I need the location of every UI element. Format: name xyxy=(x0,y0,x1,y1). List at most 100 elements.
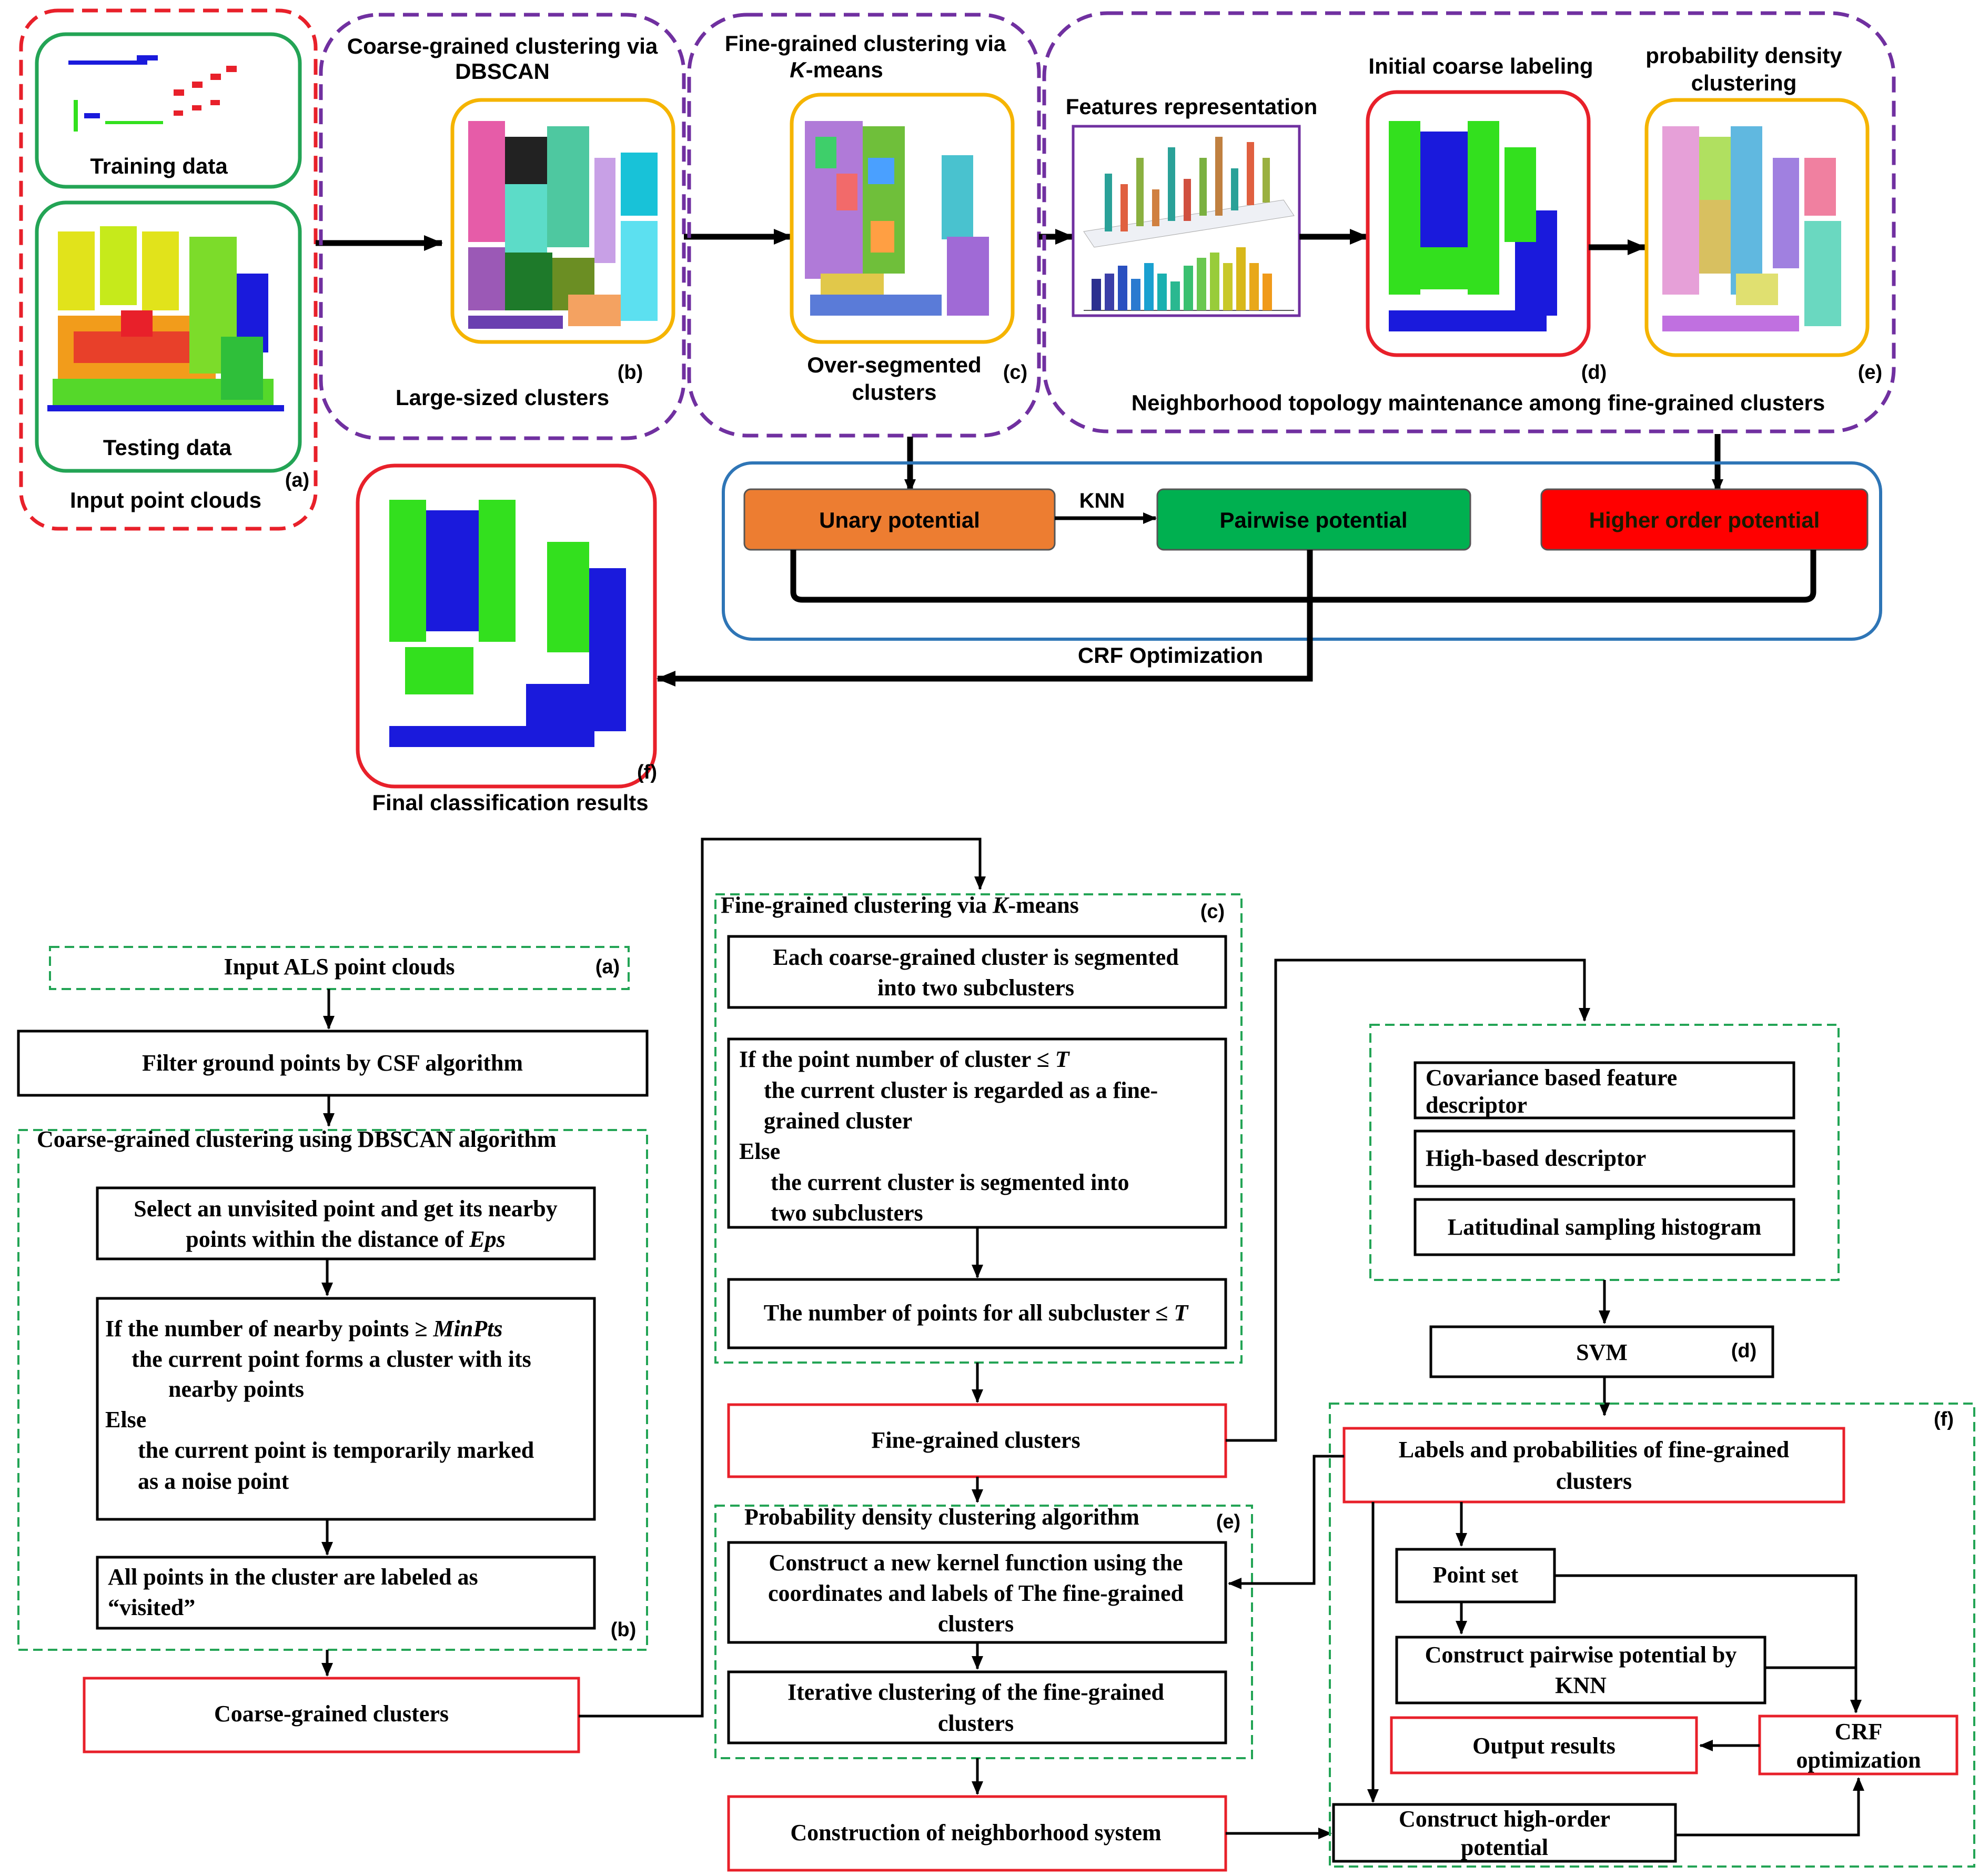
latitudinal-box xyxy=(1413,1198,1795,1256)
testing-data-label: Testing data xyxy=(103,435,232,460)
over-segmented-line2: clusters xyxy=(852,380,936,405)
training-data-frame xyxy=(35,32,302,189)
pdc-group-title: Probability density clustering algorithm xyxy=(744,1504,1139,1530)
cond-minpts: MinPts xyxy=(433,1316,503,1342)
select-point-eps: Eps xyxy=(469,1226,505,1252)
if-t: T xyxy=(1055,1046,1071,1072)
tag-c-top: (c) xyxy=(1003,361,1027,384)
svm-label: SVM xyxy=(1576,1339,1628,1365)
high-order-box xyxy=(1332,1803,1677,1863)
labels-probabilities-line2: clusters xyxy=(1556,1468,1632,1494)
coarse-cluster-points xyxy=(468,121,658,329)
all-subcluster-box xyxy=(727,1278,1227,1349)
arrow-coarse-to-kmeans xyxy=(579,838,986,1718)
tag-b-flow: (b) xyxy=(611,1619,637,1641)
pairwise-potential-label: Pairwise potential xyxy=(1219,508,1407,532)
visited-line2: “visited” xyxy=(108,1595,195,1620)
input-panel-border xyxy=(19,8,318,531)
pairwise-knn-line1: Construct pairwise potential by xyxy=(1425,1642,1737,1668)
arrow-fine-to-features xyxy=(1226,959,1590,1442)
all-subcluster-t: T xyxy=(1174,1300,1189,1326)
probability-cluster-points xyxy=(1662,126,1841,331)
coarse-clusters-label: Coarse-grained clusters xyxy=(214,1701,449,1727)
coarse-title-line1: Coarse-grained clustering via xyxy=(347,34,658,58)
if-line2: the current cluster is regarded as a fin… xyxy=(764,1077,1158,1103)
cond-line4: the current point is temporarily marked xyxy=(138,1437,534,1463)
cond-line3: nearby points xyxy=(168,1376,304,1402)
final-classification-label: Final classification results xyxy=(372,790,648,815)
training-data-label: Training data xyxy=(90,154,228,178)
crf-panel xyxy=(722,461,1882,641)
kmeans-group-title: Fine-grained clustering via K-means xyxy=(721,892,1079,918)
pairwise-potential-box xyxy=(1156,488,1471,551)
fine-clusters-box xyxy=(727,1403,1227,1478)
covariance-line1: Covariance based feature xyxy=(1426,1065,1677,1091)
coarse-panel-border xyxy=(319,13,686,440)
tag-a-flow: (a) xyxy=(595,956,620,978)
input-point-clouds-label: Input point clouds xyxy=(70,488,261,512)
neighborhood-panel-border xyxy=(1042,11,1896,433)
tag-d-flow: (d) xyxy=(1731,1340,1757,1362)
visited-box xyxy=(96,1556,596,1630)
crf-optimization-line2: optimization xyxy=(1796,1747,1921,1773)
if-line1-group: If the point number of cluster ≤ T xyxy=(739,1046,1071,1072)
arrow-highorder-to-crf xyxy=(1675,1777,1864,1837)
if-line5: two subclusters xyxy=(771,1200,923,1226)
if-line4: the current cluster is segmented into xyxy=(771,1169,1129,1195)
arrow-crf-to-final xyxy=(657,600,1313,687)
probability-density-line1: probability density xyxy=(1645,43,1842,68)
cond-line1-group: If the number of nearby points ≥ MinPts xyxy=(105,1316,503,1342)
all-subcluster-label: The number of points for all subcluster … xyxy=(764,1300,1168,1326)
condition-box xyxy=(96,1297,596,1521)
segment-line2: into two subclusters xyxy=(877,975,1074,1001)
higher-order-potential-label: Higher order potential xyxy=(1589,508,1820,532)
select-point-line1: Select an unvisited point and get its ne… xyxy=(134,1196,558,1222)
pairwise-knn-box xyxy=(1395,1636,1766,1704)
fine-cluster-points xyxy=(805,121,989,316)
input-als-label: Input ALS point clouds xyxy=(224,954,455,980)
pdc-group xyxy=(714,1505,1253,1759)
kernel-line2: coordinates and labels of The fine-grain… xyxy=(768,1580,1184,1606)
select-point-box xyxy=(96,1186,596,1260)
iterative-box xyxy=(727,1670,1227,1744)
all-subcluster-group: The number of points for all subcluster … xyxy=(764,1300,1189,1326)
select-point-line2: points within the distance of xyxy=(186,1226,464,1252)
kmeans-title-means: -means xyxy=(1008,892,1078,918)
neighborhood-system-label: Construction of neighborhood system xyxy=(790,1820,1161,1845)
cond-line2: the current point forms a cluster with i… xyxy=(132,1346,531,1372)
cond-line5: as a noise point xyxy=(138,1468,289,1494)
initial-coarse-labeling-label: Initial coarse labeling xyxy=(1368,54,1593,78)
cond-else: Else xyxy=(105,1407,146,1433)
output-results-label: Output results xyxy=(1472,1733,1615,1759)
fine-panel-border xyxy=(687,13,1041,438)
features-representation-label: Features representation xyxy=(1066,94,1318,119)
tag-c-flow: (c) xyxy=(1200,901,1225,923)
kmeans-title-k: K xyxy=(992,892,1009,918)
csf-box xyxy=(17,1030,649,1097)
covariance-box xyxy=(1413,1061,1795,1119)
point-set-label: Point set xyxy=(1433,1562,1519,1588)
crf-combine-bracket xyxy=(790,550,1816,603)
high-descriptor-box xyxy=(1413,1129,1795,1188)
iterative-line2: clusters xyxy=(938,1710,1014,1736)
training-data-points xyxy=(68,55,237,132)
svm-box xyxy=(1429,1325,1774,1378)
kmeans-title-text: Fine-grained clustering via xyxy=(721,892,987,918)
kernel-box xyxy=(727,1541,1227,1644)
tag-d-top: (d) xyxy=(1581,361,1607,384)
fine-title-line1: Fine-grained clustering via xyxy=(725,31,1006,56)
latitudinal-label: Latitudinal sampling histogram xyxy=(1448,1214,1762,1240)
tag-b-top: (b) xyxy=(618,361,643,384)
labels-probabilities-line1: Labels and probabilities of fine-grained xyxy=(1399,1437,1789,1463)
testing-data-points xyxy=(47,226,284,411)
arrow-labels-to-kernel xyxy=(1228,1455,1344,1589)
tag-e-flow: (e) xyxy=(1216,1511,1240,1533)
select-point-line2-group: points within the distance of Eps xyxy=(186,1226,506,1252)
if-line1: If the point number of cluster ≤ xyxy=(739,1046,1049,1072)
high-order-line1: Construct high-order xyxy=(1399,1806,1610,1832)
tag-a-top: (a) xyxy=(285,469,309,491)
higher-order-potential-box xyxy=(1540,488,1869,551)
if-else: Else xyxy=(739,1138,780,1164)
point-set-box xyxy=(1395,1548,1556,1603)
